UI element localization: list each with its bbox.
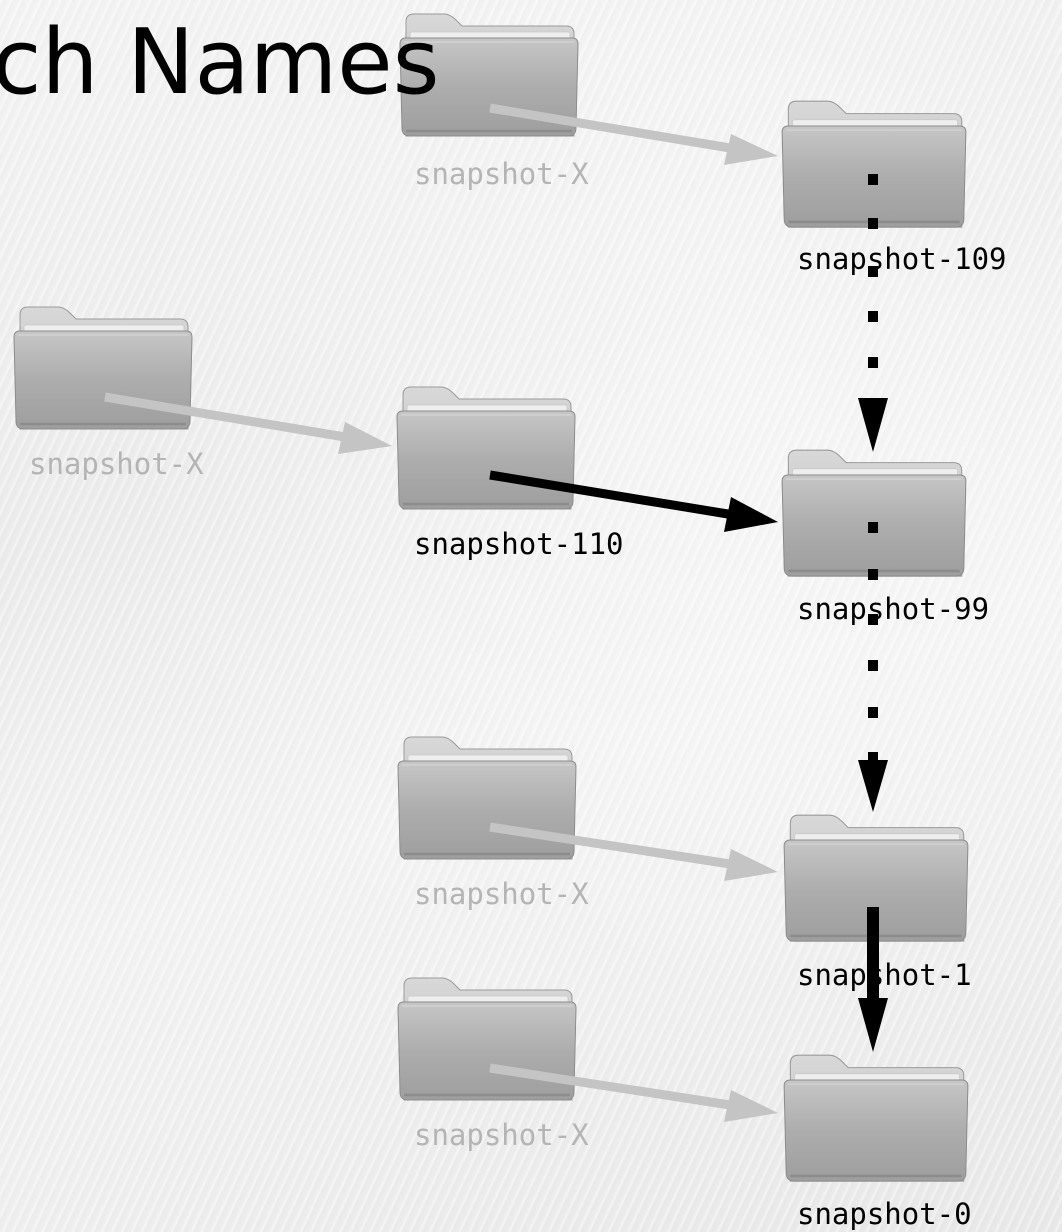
folder-icon[interactable]	[396, 976, 578, 1102]
folder-icon[interactable]	[780, 99, 968, 229]
label-snapshot-1: snapshot-1	[797, 958, 972, 992]
label-snapshot-0: snapshot-0	[797, 1197, 972, 1231]
label-x-mid: snapshot-X	[414, 877, 589, 911]
label-x-bottom: snapshot-X	[414, 1118, 589, 1152]
label-x-top: snapshot-X	[414, 157, 589, 191]
folder-icon[interactable]	[780, 448, 968, 578]
folder-icon[interactable]	[396, 735, 578, 861]
solid-arrows	[489, 470, 888, 1052]
label-snapshot-109: snapshot-109	[797, 242, 1007, 276]
arrow-x-top-to-snapshot-109	[489, 103, 778, 165]
page-title: ch Names	[0, 10, 440, 115]
arrow-x-mid-to-snapshot-1	[489, 822, 778, 881]
label-snapshot-99: snapshot-99	[797, 592, 989, 626]
folder-labels: snapshot-X snapshot-109 snapshot-X snaps…	[29, 157, 1007, 1231]
arrow-x-bottom-to-snapshot-0	[489, 1063, 778, 1122]
arrow-snapshot-99-to-snapshot-1	[858, 522, 888, 812]
arrow-snapshot-110-to-snapshot-99	[489, 470, 778, 532]
folder-icon[interactable]	[782, 1053, 970, 1183]
arrow-x-left-to-snapshot-110	[104, 392, 392, 454]
arrow-snapshot-1-to-snapshot-0	[858, 907, 888, 1052]
label-snapshot-110: snapshot-110	[414, 527, 624, 561]
folder-icon[interactable]	[395, 385, 577, 511]
faded-arrows	[104, 103, 778, 1122]
dotted-arrows	[858, 174, 888, 812]
label-x-left: snapshot-X	[29, 447, 204, 481]
arrow-snapshot-109-to-snapshot-99	[858, 174, 888, 452]
